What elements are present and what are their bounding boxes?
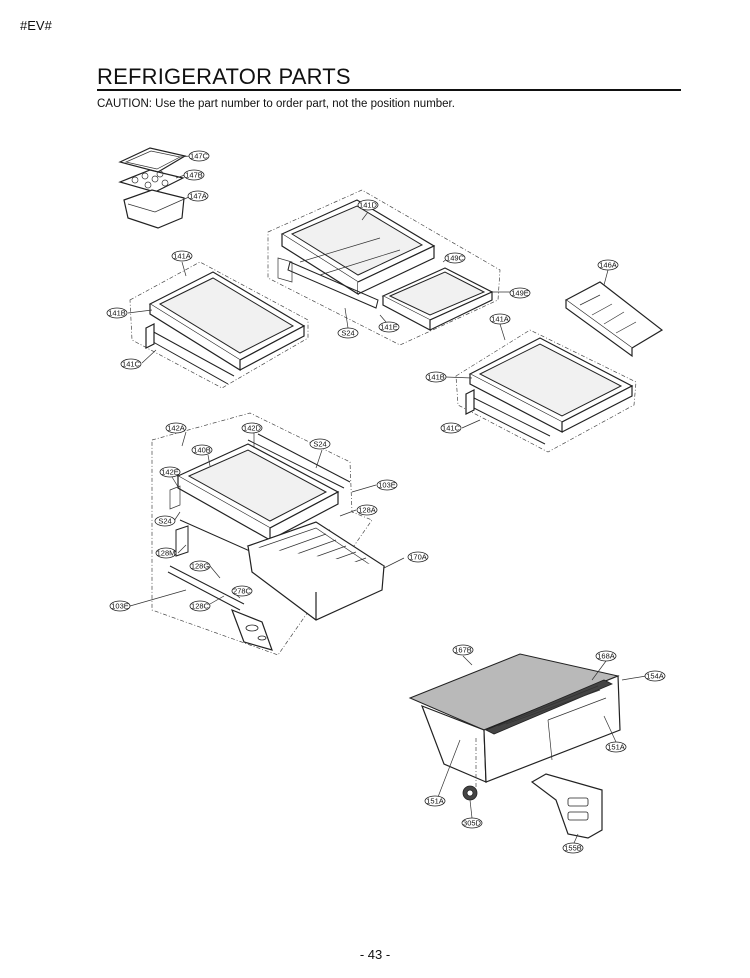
glass-shelf-left [129, 261, 309, 389]
callout-label: 142E [161, 468, 179, 477]
callout-label: 155B [564, 844, 582, 853]
callout-label: 170A [409, 553, 427, 562]
callout-154a: 154A [644, 670, 666, 682]
callout-label: 151A [426, 797, 444, 806]
page-title: REFRIGERATOR PARTS [97, 64, 351, 89]
callout-155b: 155B [562, 842, 584, 854]
callout-label: 142D [243, 424, 262, 433]
callout-label: 151A [607, 743, 625, 752]
callout-149c: 149C [444, 252, 466, 264]
callout-142e: 142E [159, 466, 181, 478]
callout-141c-right: 141C [440, 422, 462, 434]
title-rule [97, 89, 681, 91]
callout-142d: 142D [241, 422, 263, 434]
callout-s24-left: S24 [154, 515, 176, 527]
callout-label: 141A [173, 252, 191, 261]
callout-label: 128M [157, 549, 176, 558]
callout-151a-left: 151A [424, 795, 446, 807]
callout-141b-right: 141B [425, 371, 447, 383]
callout-label: S24 [158, 517, 171, 526]
callout-140b: 140B [191, 444, 213, 456]
crisper-cover-assembly [151, 412, 373, 656]
callout-128g: 128G [189, 560, 211, 572]
callout-141a-left: 141A [171, 250, 193, 262]
callout-278c: 278C [231, 585, 253, 597]
ice-tray-assembly [118, 147, 187, 229]
callout-label: S24 [313, 440, 326, 449]
callout-label: 168A [597, 652, 615, 661]
callout-141d: 141D [357, 199, 379, 211]
callout-103e-left: 103E [109, 600, 131, 612]
callout-128a: 128A [356, 504, 378, 516]
callout-147c: 147C [188, 150, 210, 162]
callout-label: 149E [511, 289, 529, 298]
callout-146a: 146A [597, 259, 619, 271]
callout-141c-left: 141C [120, 358, 142, 370]
callout-label: 146A [599, 261, 617, 270]
callout-label: 142A [167, 424, 185, 433]
document-code: #EV# [20, 18, 52, 33]
callout-141b-left: 141B [106, 307, 128, 319]
vegetable-tray-cover [408, 653, 621, 790]
callout-label: 167B [454, 646, 472, 655]
callout-s24-top: S24 [337, 327, 359, 339]
callout-label: 141C [442, 424, 461, 433]
callout-141a-right: 141A [489, 313, 511, 325]
callout-149e: 149E [509, 287, 531, 299]
callout-305d: 305D [461, 817, 483, 829]
callout-label: 103E [378, 481, 396, 490]
callout-label: 305D [463, 819, 482, 828]
callout-167b: 167B [452, 644, 474, 656]
callout-label: 154A [646, 672, 664, 681]
callout-142a: 142A [165, 422, 187, 434]
callout-141e: 141E [378, 321, 400, 333]
callout-label: 141B [108, 309, 126, 318]
callout-128m: 128M [155, 547, 177, 559]
callout-151a-right: 151A [605, 741, 627, 753]
crisper-drawer [246, 521, 386, 621]
callout-label: 128A [358, 506, 376, 515]
callout-label: 140B [193, 446, 211, 455]
door-bin-bracket [564, 281, 664, 358]
callout-label: 141D [359, 201, 378, 210]
callout-label: S24 [341, 329, 354, 338]
folding-shelf-assembly [267, 189, 501, 346]
callout-s24-mid: S24 [309, 438, 331, 450]
side-bracket-155b [530, 773, 603, 839]
callout-label: 128C [191, 602, 210, 611]
crisper-rail-left [167, 565, 273, 651]
callout-label: 278C [233, 587, 252, 596]
callout-147a: 147A [187, 190, 209, 202]
callout-label: 128G [191, 562, 210, 571]
callout-label: 147B [185, 171, 203, 180]
drawer-wheel [462, 785, 478, 801]
callout-label: 103E [111, 602, 129, 611]
callout-label: 141B [427, 373, 445, 382]
callout-147b: 147B [183, 169, 205, 181]
callout-label: 147C [190, 152, 209, 161]
callout-label: 141A [491, 315, 509, 324]
callout-label: 147A [189, 192, 207, 201]
page-number: - 43 - [359, 947, 391, 962]
callout-168a: 168A [595, 650, 617, 662]
glass-shelf-right [455, 329, 637, 453]
callout-label: 141E [380, 323, 398, 332]
callout-label: 149C [446, 254, 465, 263]
callout-label: 141C [122, 360, 141, 369]
caution-note: CAUTION: Use the part number to order pa… [97, 98, 455, 110]
callout-103e-right: 103E [376, 479, 398, 491]
callout-170a: 170A [407, 551, 429, 563]
callout-128c: 128C [189, 600, 211, 612]
